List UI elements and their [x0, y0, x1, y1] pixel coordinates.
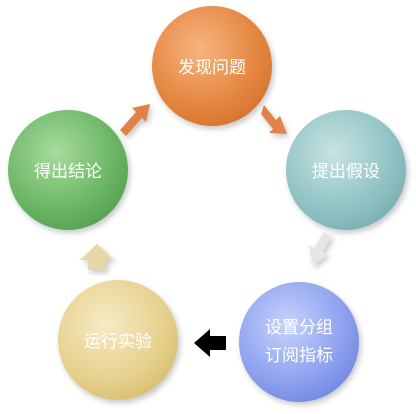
- arrow-conclusion-to-discover: [120, 104, 150, 136]
- node-discover: 发现问题: [152, 6, 272, 126]
- node-experiment: 运行实验: [58, 280, 178, 400]
- node-conclusion-label: 得出结论: [34, 162, 102, 182]
- arrow-discover-to-hypothesis: [261, 105, 287, 134]
- arrow-setup-to-experiment: [194, 329, 226, 357]
- node-hypothesis-label: 提出假设: [312, 162, 380, 182]
- node-hypothesis: 提出假设: [286, 110, 406, 230]
- node-setup: 设置分组 订阅指标: [239, 282, 359, 402]
- arrow-hypothesis-to-setup: [309, 232, 332, 266]
- node-discover-label: 发现问题: [178, 58, 246, 78]
- arrow-experiment-to-conclusion: [80, 244, 114, 270]
- node-setup-label-line-1: 设置分组: [265, 318, 333, 338]
- node-experiment-label: 运行实验: [84, 332, 152, 352]
- node-conclusion: 得出结论: [8, 110, 128, 230]
- node-setup-label-line-2: 订阅指标: [265, 346, 333, 366]
